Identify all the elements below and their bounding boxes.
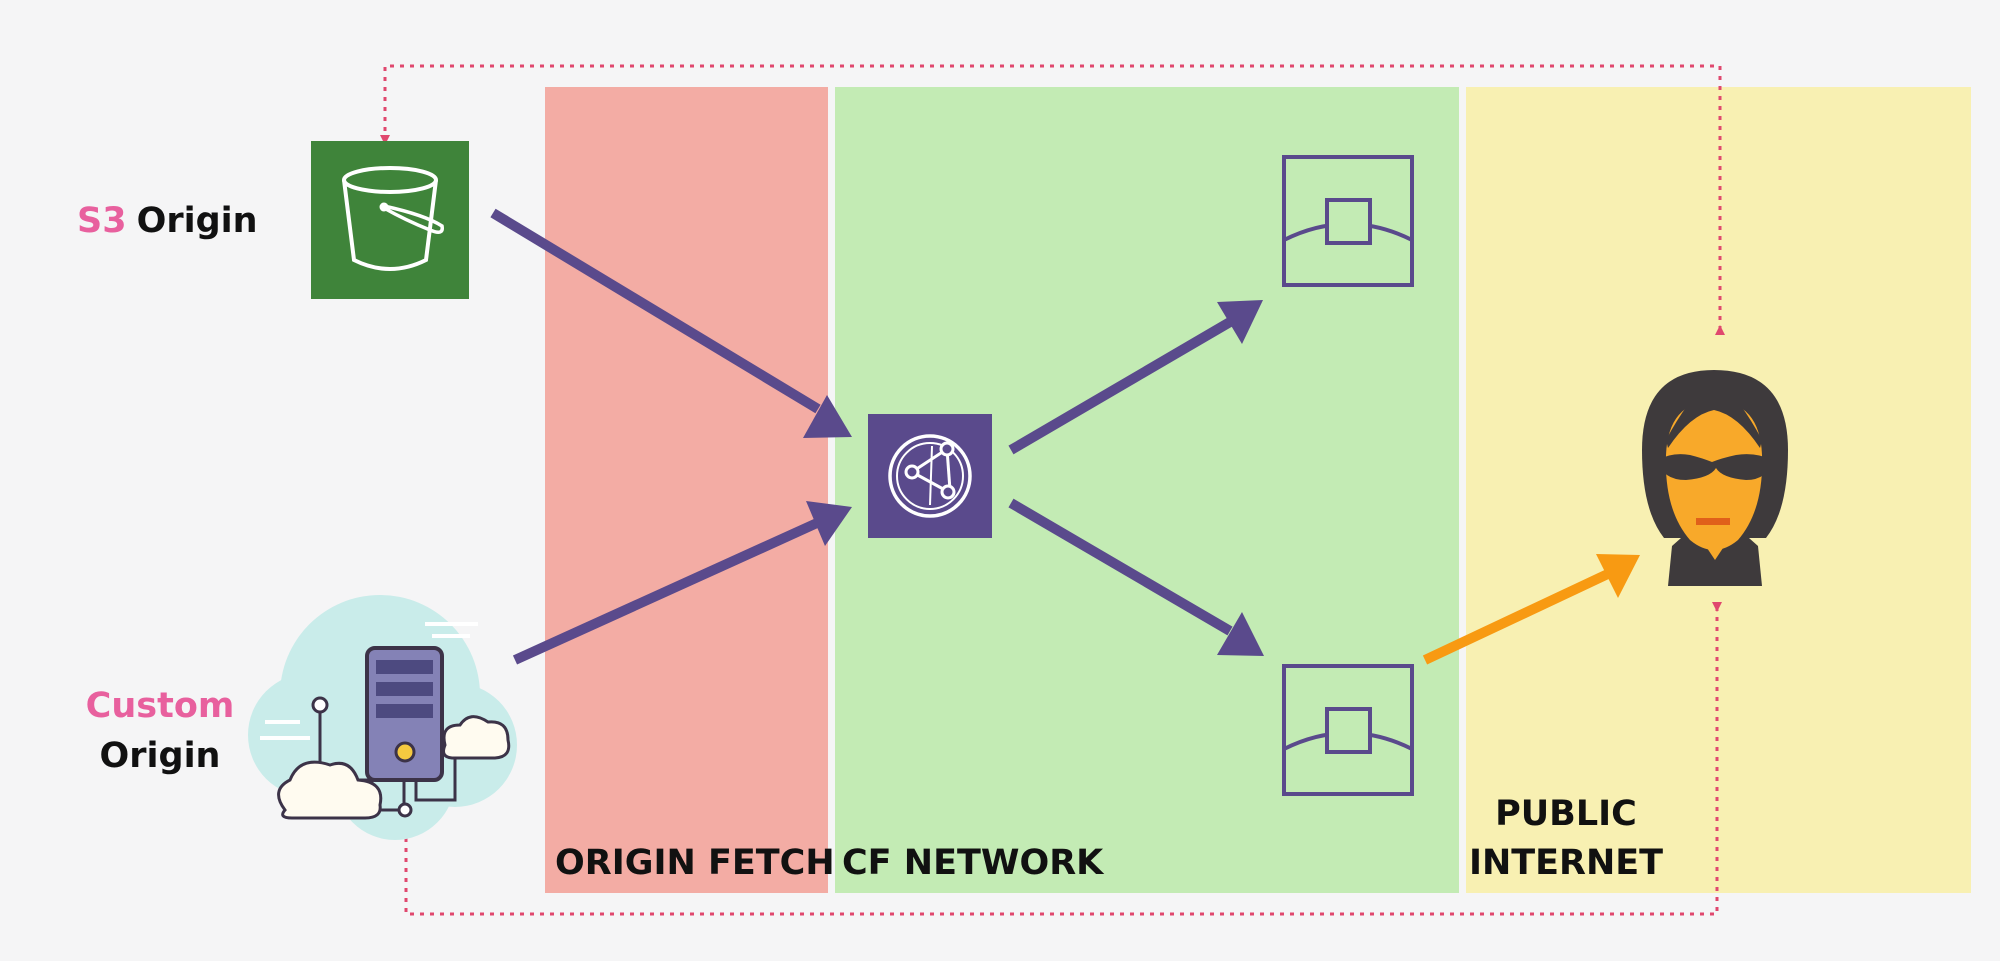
arrow-custom-to-cloudfront (512, 501, 852, 665)
arrow-edge-to-user (1422, 554, 1640, 665)
cf-network-label: CF NETWORK (842, 843, 1105, 883)
dotted-path-top (380, 64, 1725, 335)
public-internet-label-line1: PUBLIC (1495, 794, 1637, 834)
s3-bucket-icon (311, 141, 469, 299)
custom-origin-label-line2: Origin (100, 736, 221, 776)
edge-location-icon (1282, 155, 1414, 287)
cloudfront-icon (868, 414, 992, 538)
origin-fetch-label: ORIGIN FETCH (555, 843, 835, 883)
arrow-cloudfront-to-edge-bottom (1008, 498, 1264, 656)
s3-label-suffix: Origin (137, 201, 258, 241)
public-internet-label-line2: INTERNET (1469, 843, 1663, 883)
s3-label-prefix: S3 (77, 201, 127, 241)
edge-location-icon (1282, 664, 1414, 796)
cloud-server-icon (248, 595, 517, 840)
dotted-path-bottom (401, 602, 1722, 916)
arrow-s3-to-cloudfront (490, 208, 852, 438)
origin-fetch-zone (545, 87, 828, 893)
arrow-cloudfront-to-edge-top (1008, 300, 1263, 455)
user-sunglasses-icon (1642, 370, 1788, 586)
custom-origin-label-line1: Custom (86, 686, 235, 726)
